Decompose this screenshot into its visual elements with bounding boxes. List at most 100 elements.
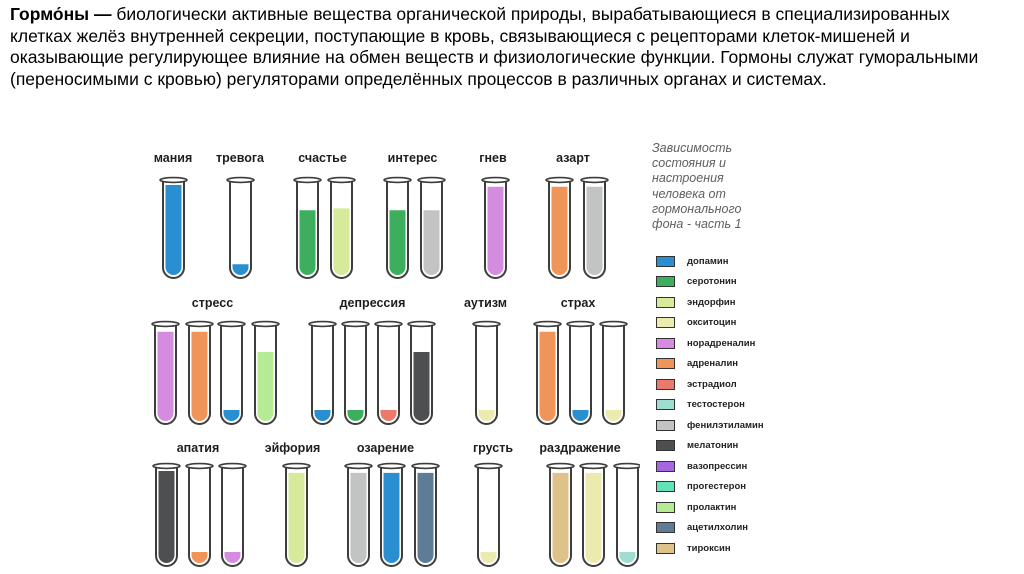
legend-swatch xyxy=(656,501,675,513)
legend-swatch xyxy=(656,542,675,554)
test-tube xyxy=(185,462,214,567)
tube-glass xyxy=(229,180,252,279)
tube-rim xyxy=(407,320,436,328)
legend-item: серотонин xyxy=(656,272,764,293)
tube-glass xyxy=(285,466,308,567)
test-tube xyxy=(546,462,575,567)
tube-liquid xyxy=(224,551,241,563)
legend-item: прогестерон xyxy=(656,477,764,498)
tube-glass xyxy=(377,324,400,425)
tube-rim xyxy=(218,462,247,470)
legend-item: эстрадиол xyxy=(656,374,764,395)
legend-item: адреналин xyxy=(656,354,764,375)
tube-glass xyxy=(380,466,403,567)
tube-glass xyxy=(386,180,409,279)
legend-label: эстрадиол xyxy=(687,378,737,390)
test-tube xyxy=(566,320,595,425)
tube-rim xyxy=(545,176,574,184)
tube-glass xyxy=(536,324,559,425)
tube-rim xyxy=(377,462,406,470)
tube-glass xyxy=(188,466,211,567)
tube-liquid xyxy=(158,471,175,563)
test-tube xyxy=(545,176,574,279)
test-tube xyxy=(533,320,562,425)
legend-label: вазопрессин xyxy=(687,460,748,472)
tube-rim xyxy=(383,176,412,184)
tube-liquid xyxy=(487,186,504,275)
test-tube xyxy=(341,320,370,425)
tube-liquid xyxy=(314,409,331,421)
tube-liquid xyxy=(232,264,249,275)
tube-rim xyxy=(226,176,255,184)
legend-label: ацетилхолин xyxy=(687,522,749,534)
tube-glass xyxy=(569,324,592,425)
legend-label: допамин xyxy=(687,255,729,267)
tube-liquid xyxy=(191,551,208,563)
group-label-autism: аутизм xyxy=(463,296,507,310)
tube-glass xyxy=(330,180,353,279)
group-label-excitement: азарт xyxy=(556,151,590,165)
test-tube xyxy=(159,176,188,279)
group-label-stress: стресс xyxy=(191,296,234,310)
test-tube xyxy=(308,320,337,425)
legend-item: ацетилхолин xyxy=(656,518,764,539)
tube-liquid xyxy=(539,331,556,421)
group-label-depression: депрессия xyxy=(339,296,406,310)
test-tube xyxy=(152,462,181,567)
legend-swatch xyxy=(656,276,675,288)
definition-dash: — xyxy=(89,4,117,24)
tube-liquid xyxy=(423,210,440,275)
tube-rim xyxy=(185,462,214,470)
tube-rim xyxy=(152,462,181,470)
tube-glass xyxy=(221,466,244,567)
tube-glass xyxy=(154,324,177,425)
test-tube xyxy=(327,176,356,279)
legend-swatch xyxy=(656,481,675,493)
legend-item: тестостерон xyxy=(656,395,764,416)
tube-rim xyxy=(251,320,280,328)
tube-glass xyxy=(602,324,625,425)
legend-label: серотонин xyxy=(687,276,737,288)
group-label-fear: страх xyxy=(560,296,596,310)
legend-item: пролактин xyxy=(656,497,764,518)
group-label-anger: гнев xyxy=(479,151,507,165)
tube-glass xyxy=(296,180,319,279)
tube-liquid xyxy=(350,472,367,563)
tube-glass xyxy=(220,324,243,425)
test-tube xyxy=(151,320,180,425)
tube-glass xyxy=(475,324,498,425)
tube-glass xyxy=(410,324,433,425)
legend-label: адреналин xyxy=(687,358,739,370)
legend-item: вазопрессин xyxy=(656,456,764,477)
tube-glass xyxy=(155,466,178,567)
tube-liquid xyxy=(191,331,208,421)
test-tube xyxy=(481,176,510,279)
legend-item: норадреналин xyxy=(656,333,764,354)
legend-swatch xyxy=(656,522,675,534)
diagram-caption: Зависимость состояния и настроения челов… xyxy=(652,141,742,232)
tube-rim xyxy=(217,320,246,328)
test-tube xyxy=(185,320,214,425)
test-tube xyxy=(613,462,640,567)
tube-rim xyxy=(411,462,440,470)
test-tube xyxy=(293,176,322,279)
definition-paragraph: Гормо́ны — биологически активные веществ… xyxy=(10,4,1010,90)
group-label-insight: озарение xyxy=(356,441,415,455)
group-label-interest: интерес xyxy=(387,151,438,165)
tube-rim xyxy=(159,176,188,184)
tube-glass xyxy=(414,466,437,567)
legend-label: пролактин xyxy=(687,501,737,513)
tube-rim xyxy=(185,320,214,328)
legend-item: окситоцин xyxy=(656,313,764,334)
test-tube xyxy=(383,176,412,279)
legend-item: тироксин xyxy=(656,538,764,559)
group-label-apathy: апатия xyxy=(176,441,220,455)
group-label-euphoria: эйфория xyxy=(264,441,321,455)
legend-swatch xyxy=(656,296,675,308)
tube-liquid xyxy=(223,409,240,421)
tube-glass xyxy=(347,466,370,567)
tube-liquid xyxy=(299,210,316,275)
tube-liquid xyxy=(619,551,636,563)
tube-liquid xyxy=(417,472,434,563)
tube-glass xyxy=(162,180,185,279)
